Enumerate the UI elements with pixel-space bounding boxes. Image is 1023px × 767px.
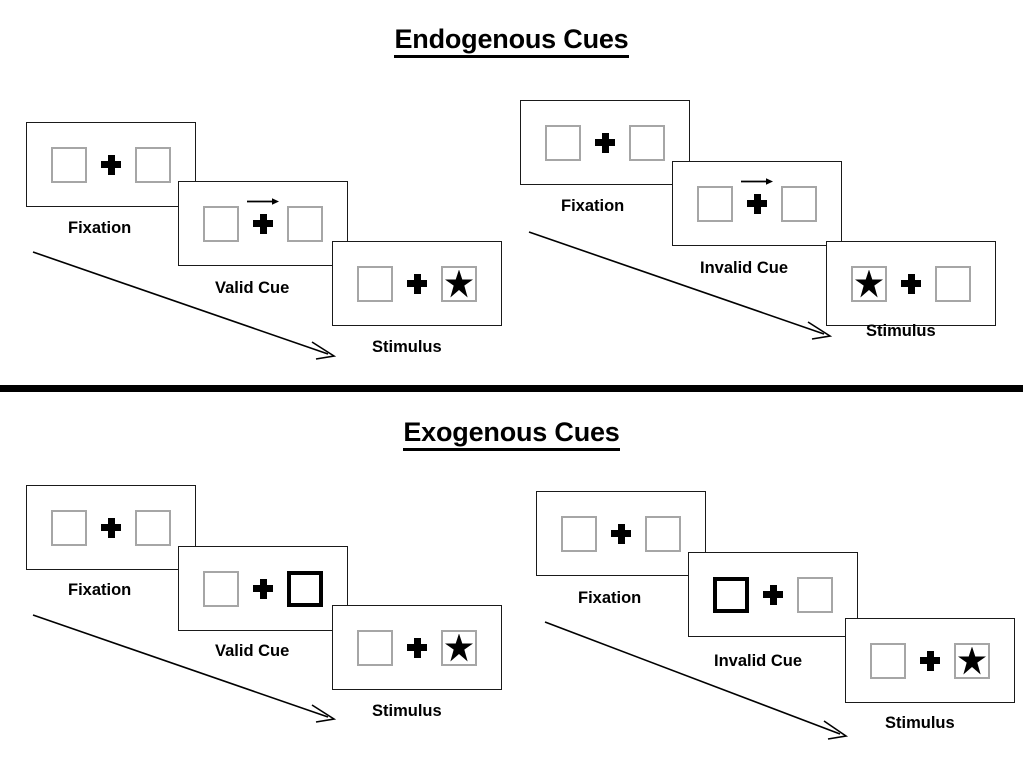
placeholder-box-left: [697, 185, 733, 222]
caption-exogenous-invalid-fixation: Fixation: [578, 589, 642, 607]
frame-exogenous-invalid-stimulus: [845, 618, 1015, 703]
section-divider: [0, 385, 1023, 392]
section-title-endogenous: Endogenous Cues: [0, 24, 1023, 58]
frame-exogenous-valid-cue: [178, 546, 348, 631]
plus-icon: [595, 132, 615, 153]
arrow-right-icon: [247, 197, 279, 205]
placeholder-box-left: [870, 642, 906, 679]
placeholder-box-right: [629, 124, 665, 161]
caption-endogenous-valid-stimulus: Stimulus: [372, 338, 442, 356]
plus-icon: [763, 584, 783, 605]
placeholder-box-right: [797, 576, 833, 613]
placeholder-box-left: [51, 509, 87, 546]
plus-icon: [741, 177, 773, 214]
frame-endogenous-invalid-stimulus: [826, 241, 996, 326]
placeholder-box-left: [203, 205, 239, 242]
caption-exogenous-valid-stimulus: Stimulus: [372, 702, 442, 720]
placeholder-box-right: [135, 146, 171, 183]
placeholder-box-left: [203, 570, 239, 607]
caption-endogenous-invalid-fixation: Fixation: [561, 197, 625, 215]
placeholder-box-right: [441, 629, 477, 666]
placeholder-box-left: [851, 265, 887, 302]
caption-exogenous-valid-fixation: Fixation: [68, 581, 132, 599]
frame-endogenous-invalid-cue: [672, 161, 842, 246]
placeholder-box-left: [357, 629, 393, 666]
caption-endogenous-invalid-stimulus: Stimulus: [866, 322, 936, 340]
caption-endogenous-invalid-cue: Invalid Cue: [700, 259, 789, 277]
plus-icon: [901, 273, 921, 294]
placeholder-box-right: [135, 509, 171, 546]
placeholder-box-left-cued: [713, 576, 749, 613]
frame-endogenous-valid-stimulus: [332, 241, 502, 326]
placeholder-box-left: [51, 146, 87, 183]
plus-icon: [407, 637, 427, 658]
placeholder-box-right-cued: [287, 570, 323, 607]
star-icon: [445, 633, 473, 662]
placeholder-box-right: [441, 265, 477, 302]
star-icon: [855, 269, 883, 298]
frame-endogenous-valid-cue: [178, 181, 348, 266]
caption-endogenous-valid-cue: Valid Cue: [215, 279, 290, 297]
frame-endogenous-valid-fixation: [26, 122, 196, 207]
placeholder-box-right: [781, 185, 817, 222]
caption-exogenous-invalid-cue: Invalid Cue: [714, 652, 803, 670]
caption-exogenous-invalid-stimulus: Stimulus: [885, 714, 955, 732]
plus-icon: [247, 197, 279, 234]
placeholder-box-right: [954, 642, 990, 679]
star-icon: [958, 646, 986, 675]
placeholder-box-left: [561, 515, 597, 552]
frame-exogenous-valid-stimulus: [332, 605, 502, 690]
frame-exogenous-invalid-cue: [688, 552, 858, 637]
caption-endogenous-valid-fixation: Fixation: [68, 219, 132, 237]
frame-exogenous-valid-fixation: [26, 485, 196, 570]
placeholder-box-right: [645, 515, 681, 552]
placeholder-box-left: [357, 265, 393, 302]
frame-endogenous-invalid-fixation: [520, 100, 690, 185]
plus-icon: [920, 650, 940, 671]
frame-exogenous-invalid-fixation: [536, 491, 706, 576]
plus-icon: [101, 517, 121, 538]
placeholder-box-right: [287, 205, 323, 242]
plus-icon: [407, 273, 427, 294]
arrow-right-icon: [741, 177, 773, 185]
placeholder-box-left: [545, 124, 581, 161]
star-icon: [445, 269, 473, 298]
placeholder-box-right: [935, 265, 971, 302]
section-title-exogenous-text: Exogenous Cues: [403, 417, 620, 451]
caption-exogenous-valid-cue: Valid Cue: [215, 642, 290, 660]
plus-icon: [253, 578, 273, 599]
plus-icon: [611, 523, 631, 544]
section-title-exogenous: Exogenous Cues: [0, 417, 1023, 451]
plus-icon: [101, 154, 121, 175]
section-title-endogenous-text: Endogenous Cues: [394, 24, 629, 58]
